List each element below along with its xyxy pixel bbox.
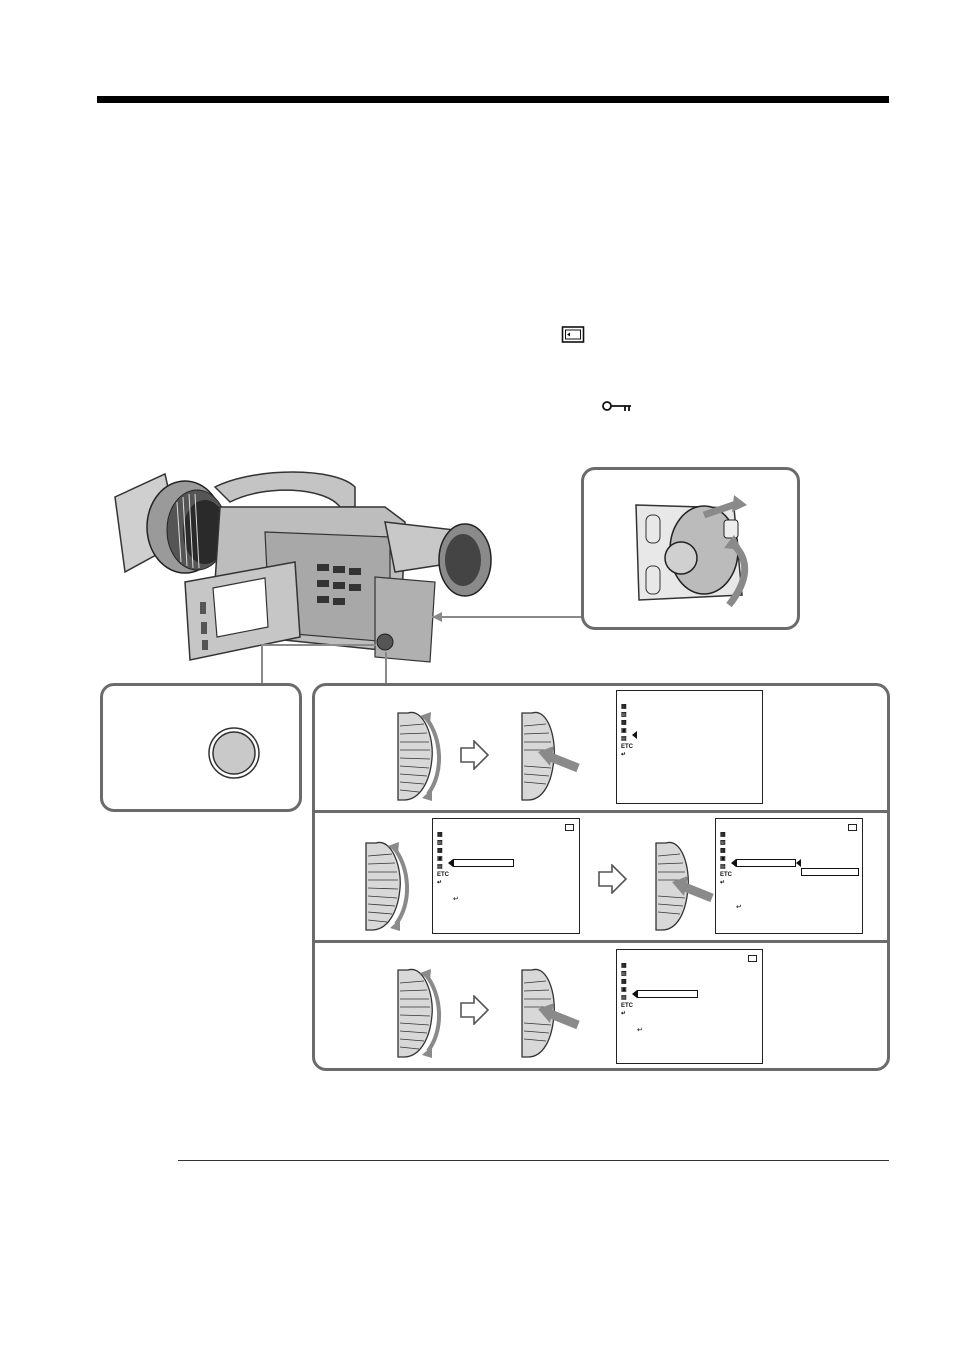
memory-card-icon <box>561 326 585 343</box>
return-icon: ↵ <box>637 1027 643 1034</box>
selection-pointer <box>731 859 736 867</box>
menu-button-callout <box>100 683 302 812</box>
hollow-right-arrow-icon <box>460 740 489 770</box>
etc-label: ETC <box>621 1003 633 1009</box>
header-rule <box>97 96 889 103</box>
dial-turn-row1 <box>396 710 442 803</box>
return-icon: ↵ <box>453 896 459 903</box>
menu-icon-column: ▦▧▩▣▤ ETC↵ <box>621 963 633 1017</box>
etc-label: ETC <box>437 872 449 878</box>
menu-screen-3: ▦▧▩▣▤ ETC↵ ↵ <box>715 818 863 934</box>
return-icon: ↵ <box>736 904 742 911</box>
memory-card-mini-icon <box>748 955 757 962</box>
hollow-right-arrow-icon <box>598 864 627 894</box>
menu-round-button <box>208 727 260 779</box>
dial-push-row2 <box>652 838 716 933</box>
menu-icon-column: ▦▧▩▣▤ ETC↵ <box>621 704 633 758</box>
step-divider-1 <box>314 810 888 813</box>
menu-icon-column: ▦▧▩▣▤ ETC↵ <box>437 832 449 886</box>
menu-icon-column: ▦▧▩▣▤ ETC↵ <box>720 832 732 886</box>
power-switch-callout <box>581 467 800 630</box>
hollow-right-arrow-icon <box>460 995 489 1025</box>
submenu-pointer <box>796 859 801 867</box>
protect-key-icon <box>602 401 631 411</box>
etc-label: ETC <box>720 872 732 878</box>
menu-screen-1: ▦▧▩▣▤ ETC↵ <box>616 690 763 804</box>
menu-screen-2: ▦▧▩▣▤ ETC↵ ↵ <box>432 818 580 934</box>
selection-pointer <box>632 731 637 739</box>
menu-screen-4: ▦▧▩▣▤ ETC↵ ↵ <box>616 949 763 1064</box>
step-divider-2 <box>314 940 888 943</box>
footer-rule <box>178 1160 889 1161</box>
dial-push-row3 <box>518 965 582 1060</box>
memory-card-mini-icon <box>848 824 857 831</box>
dial-push-row1 <box>518 708 582 803</box>
etc-label: ETC <box>621 744 633 750</box>
power-switch-icon <box>635 495 749 608</box>
memory-card-mini-icon <box>565 824 574 831</box>
selection-pointer <box>448 859 453 867</box>
highlighted-item <box>453 859 514 867</box>
selection-pointer <box>632 990 637 998</box>
highlighted-item <box>637 990 698 998</box>
highlighted-item <box>736 859 796 867</box>
dial-turn-row3 <box>396 967 442 1060</box>
dial-turn-row2 <box>364 840 410 933</box>
camcorder-illustration <box>114 471 492 663</box>
highlighted-subitem <box>801 868 859 876</box>
